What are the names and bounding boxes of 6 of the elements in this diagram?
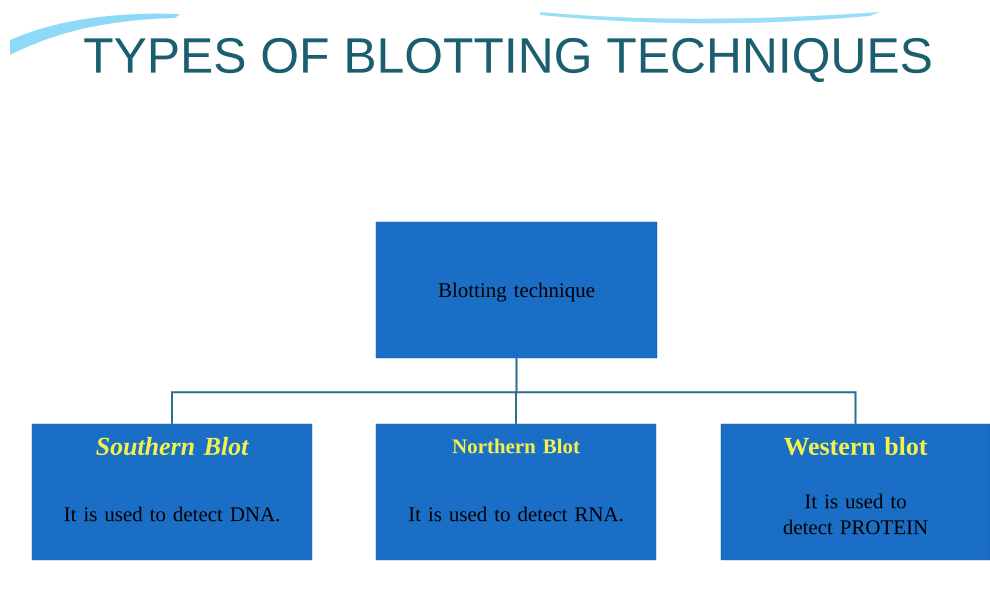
process-box: Northern Blot It is used to detect RNA.: [376, 424, 656, 560]
connector-line: [516, 358, 856, 424]
process-box: Blotting technique: [376, 222, 658, 358]
slide-title: TYPES OF BLOTTING TECHNIQUES: [84, 38, 931, 82]
process-box: Western blot It is used to detect PROTEIN: [720, 424, 990, 560]
process-box: Southern Blot It is used to detect DNA.: [32, 424, 312, 560]
